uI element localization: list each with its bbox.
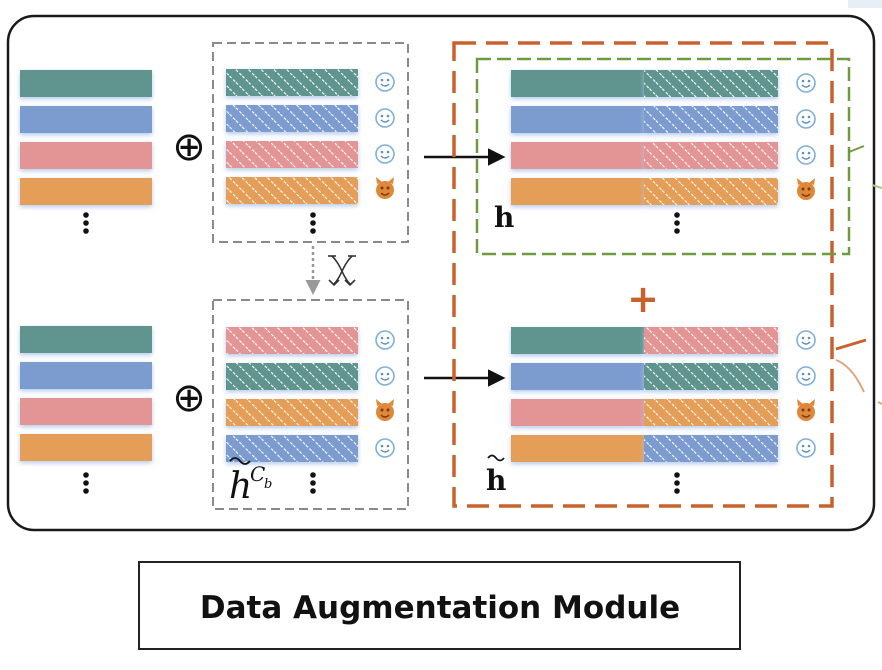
output-bar-left-teal <box>511 327 644 354</box>
augmented-embeddings-top <box>226 69 395 204</box>
output-bar-left-pink <box>511 142 644 169</box>
ellipsis-dot <box>310 212 316 218</box>
embedding-bar-pink <box>20 398 152 425</box>
augmented-bar-pink-hatch <box>226 141 358 168</box>
svg-text:C: C <box>250 462 265 486</box>
output-bar-left-teal <box>511 70 644 97</box>
svg-text:h: h <box>486 464 506 497</box>
ellipsis-dots <box>83 212 680 494</box>
embedding-bar-teal <box>20 70 152 97</box>
devil-icon <box>376 177 394 199</box>
augmented-bar-orange-hatch <box>226 399 358 426</box>
output-box-h <box>475 57 851 256</box>
ellipsis-dot <box>310 480 316 486</box>
ellipsis-dot <box>83 480 89 486</box>
right-edge-fragments <box>835 145 882 405</box>
embedding-bar-teal <box>20 326 152 353</box>
output-bar-right-orange-hatch <box>644 178 778 205</box>
h-tilde-label: h <box>486 454 506 497</box>
smiley-icon <box>375 438 395 458</box>
output-bar-right-orange-hatch <box>644 399 778 426</box>
ellipsis-dot <box>83 228 89 234</box>
ellipsis-dot <box>674 212 680 218</box>
ellipsis-dot <box>83 472 89 478</box>
ellipsis-dot <box>310 488 316 494</box>
output-embeddings-h-tilde <box>511 327 816 462</box>
output-bar-right-teal-hatch <box>644 363 778 390</box>
smiley-icon <box>375 108 395 128</box>
input-embeddings-bottom <box>20 326 152 461</box>
plus-symbol: + <box>627 277 659 321</box>
output-bar-right-blue-hatch <box>644 435 778 462</box>
embedding-bar-orange <box>20 434 152 461</box>
smiley-icon <box>796 109 816 129</box>
smiley-icon <box>796 145 816 165</box>
shuffle-icon <box>328 255 356 287</box>
output-bar-left-orange <box>511 178 644 205</box>
oplus-symbol-bottom: ⊕ <box>172 375 206 421</box>
output-bar-left-blue <box>511 363 644 390</box>
augment-box-top <box>212 42 409 243</box>
augmented-bar-orange-hatch <box>226 177 358 204</box>
augmented-bar-pink-hatch <box>226 327 358 354</box>
oplus-symbol-top: ⊕ <box>172 124 206 170</box>
ellipsis-dot <box>310 472 316 478</box>
ellipsis-dot <box>674 480 680 486</box>
devil-icon <box>797 178 815 200</box>
ellipsis-dot <box>674 220 680 226</box>
caption-text: Data Augmentation Module <box>200 590 680 626</box>
devil-icon <box>797 399 815 421</box>
output-bar-right-teal-hatch <box>644 70 778 97</box>
embedding-bar-orange <box>20 178 152 205</box>
augmented-bar-blue-hatch <box>226 105 358 132</box>
caption-box <box>138 561 741 650</box>
h-label: h <box>494 201 514 234</box>
smiley-icon <box>375 330 395 350</box>
ellipsis-dot <box>83 212 89 218</box>
svg-text:b: b <box>264 477 272 492</box>
ellipsis-dot <box>674 488 680 494</box>
ellipsis-dot <box>674 472 680 478</box>
corner-tab <box>848 0 882 8</box>
ellipsis-dot <box>674 228 680 234</box>
smiley-icon <box>796 330 816 350</box>
smiley-icon <box>796 73 816 93</box>
output-bar-left-pink <box>511 399 644 426</box>
smiley-icon <box>375 72 395 92</box>
embedding-bar-blue <box>20 106 152 133</box>
ellipsis-dot <box>310 228 316 234</box>
devil-icon <box>376 399 394 421</box>
output-box-outer <box>452 41 834 508</box>
embedding-bar-pink <box>20 142 152 169</box>
ellipsis-dot <box>83 488 89 494</box>
ellipsis-dot <box>310 220 316 226</box>
ellipsis-dot <box>83 220 89 226</box>
embedding-bar-blue <box>20 362 152 389</box>
output-bar-right-pink-hatch <box>644 142 778 169</box>
output-bar-right-blue-hatch <box>644 106 778 133</box>
input-embeddings-top <box>20 70 152 205</box>
output-embeddings-h <box>511 70 816 205</box>
augment-box-bottom <box>212 299 409 510</box>
smiley-icon <box>375 144 395 164</box>
augmented-bar-blue-hatch <box>226 435 358 462</box>
augmented-embeddings-bottom <box>226 327 395 462</box>
h-tilde-cb-label: h C b <box>229 457 272 507</box>
svg-text:h: h <box>229 466 252 507</box>
output-bar-right-pink-hatch <box>644 327 778 354</box>
smiley-icon <box>796 438 816 458</box>
smiley-icon <box>375 366 395 386</box>
augmented-bar-teal-hatch <box>226 69 358 96</box>
output-bar-left-orange <box>511 435 644 462</box>
output-bar-left-blue <box>511 106 644 133</box>
augmented-bar-teal-hatch <box>226 363 358 390</box>
smiley-icon <box>796 366 816 386</box>
